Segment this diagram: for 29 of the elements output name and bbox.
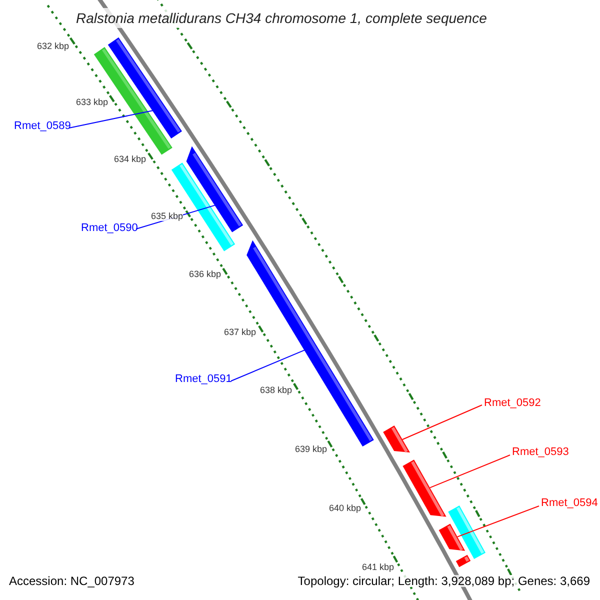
tick-label: 639 kbp bbox=[295, 445, 328, 454]
tick-label: 641 kbp bbox=[362, 563, 394, 572]
gene-label: Rmet_0590 bbox=[81, 223, 138, 234]
gene-label: Rmet_0593 bbox=[512, 447, 569, 458]
gene-bar bbox=[402, 460, 446, 517]
gene-label: Rmet_0594 bbox=[541, 498, 598, 509]
tick-label: 640 kbp bbox=[329, 504, 362, 513]
leader-line bbox=[456, 506, 540, 538]
gene-bar bbox=[448, 506, 486, 559]
leader-line bbox=[230, 349, 306, 382]
tick-label: 632 kbp bbox=[37, 42, 70, 51]
gene-label: Rmet_0589 bbox=[14, 121, 71, 132]
gene-bar bbox=[456, 554, 471, 568]
leader-line bbox=[68, 110, 154, 128]
leader-line bbox=[402, 404, 482, 440]
tick-label: 637 kbp bbox=[224, 328, 256, 337]
tick-label: 635 kbp bbox=[151, 212, 184, 221]
gene-bar bbox=[94, 47, 172, 155]
summary-text: Topology: circular; Length: 3,928,089 bp; Genes: 3,669 bbox=[298, 575, 590, 587]
leader-line bbox=[429, 454, 510, 488]
gene-bar bbox=[383, 426, 410, 452]
gene-bar bbox=[171, 162, 236, 252]
tick-label: 633 kbp bbox=[76, 98, 108, 107]
tick-label: 638 kbp bbox=[260, 386, 292, 395]
accession-text: Accession: NC_007973 bbox=[9, 575, 134, 587]
gene-label: Rmet_0591 bbox=[175, 374, 232, 385]
gene-label: Rmet_0592 bbox=[484, 398, 541, 409]
tick-label: 636 kbp bbox=[189, 270, 222, 279]
tick-label: 634 kbp bbox=[114, 155, 146, 164]
